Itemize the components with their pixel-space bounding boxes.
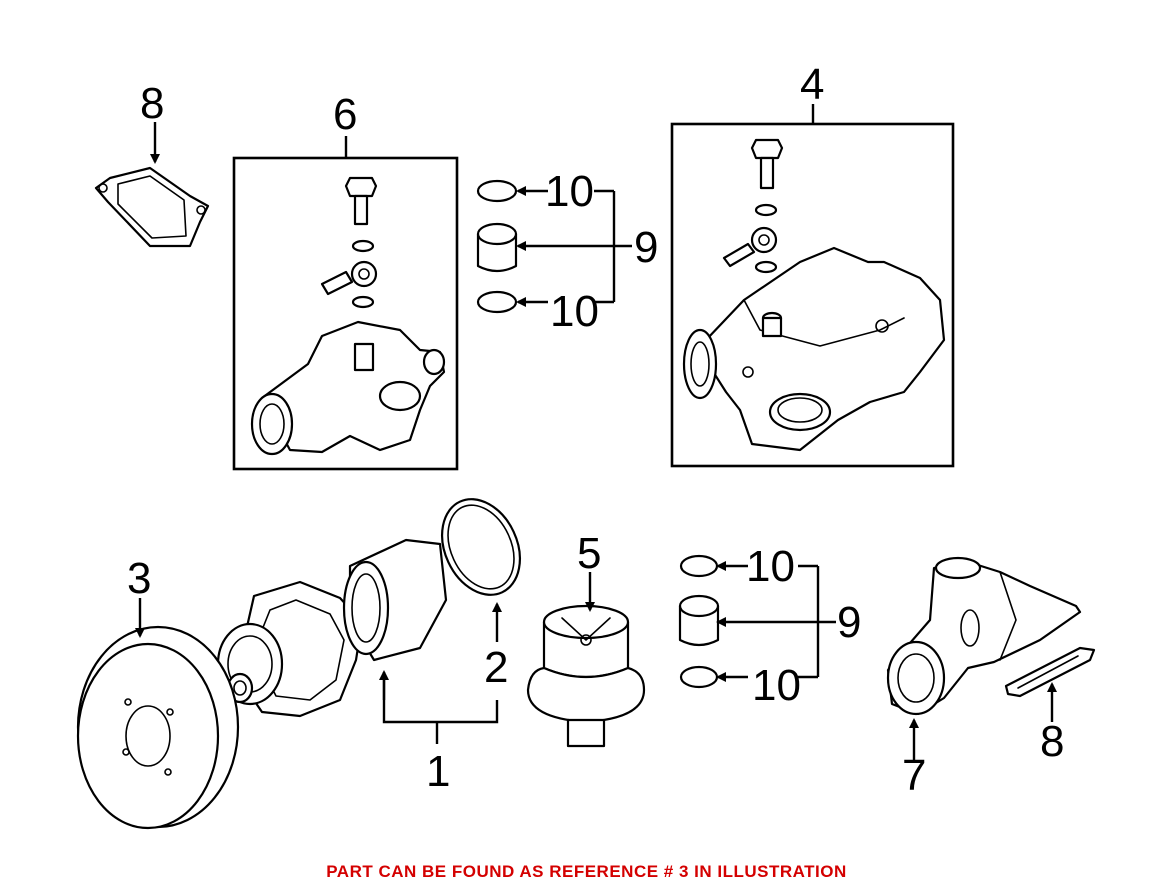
callout-10-top-lower: 10 xyxy=(550,287,599,336)
callout-3: 3 xyxy=(127,554,151,603)
callout-2: 2 xyxy=(484,643,508,692)
callout-5: 5 xyxy=(577,529,601,578)
callout-8-top: 8 xyxy=(140,79,164,128)
reference-note: PART CAN BE FOUND AS REFERENCE # 3 IN IL… xyxy=(326,862,847,881)
orings-top xyxy=(476,179,518,314)
pulley xyxy=(76,625,240,830)
callout-9-bottom: 9 xyxy=(837,598,861,647)
callout-4: 4 xyxy=(800,60,824,109)
callout-7: 7 xyxy=(902,751,926,800)
callout-9-top: 9 xyxy=(634,223,658,272)
gasket-top-left xyxy=(94,166,210,248)
orings-bottom xyxy=(678,554,720,689)
housing-right-parts xyxy=(682,138,946,452)
callout-1: 1 xyxy=(426,747,450,796)
callout-10-bottom-lower: 10 xyxy=(752,661,801,710)
thermostat xyxy=(526,604,646,748)
callout-6: 6 xyxy=(333,90,357,139)
callout-10-bottom-upper: 10 xyxy=(746,542,795,591)
callout-8-bottom: 8 xyxy=(1040,717,1064,766)
callout-10-top-upper: 10 xyxy=(545,167,594,216)
outlet-pipe xyxy=(886,556,1082,716)
water-pump xyxy=(216,538,448,718)
housing-left-parts xyxy=(250,176,446,456)
gasket-bottom-right xyxy=(1004,646,1096,698)
gasket-ring xyxy=(441,498,521,596)
